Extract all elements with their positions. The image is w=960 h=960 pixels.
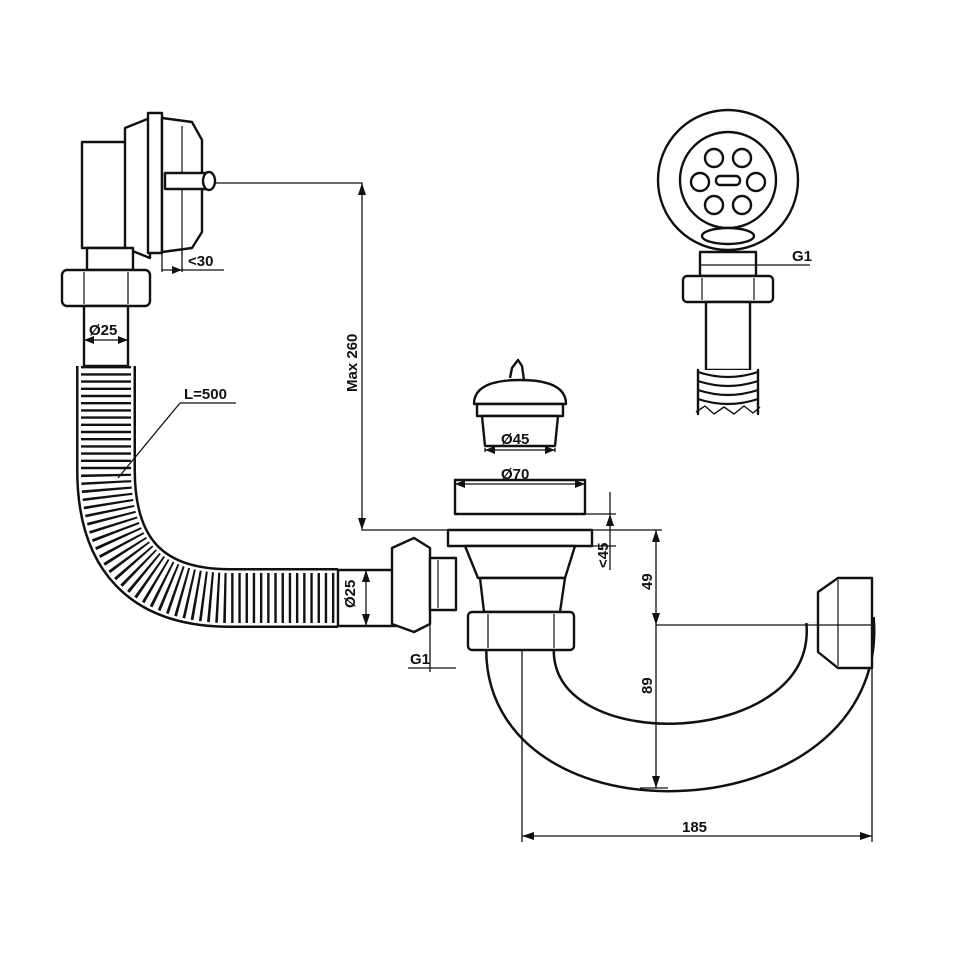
label-height-lower: 89 xyxy=(639,677,656,694)
overflow-assembly xyxy=(60,111,217,368)
label-drain-depth: <45 xyxy=(595,543,612,568)
dimension-lines xyxy=(84,182,873,842)
dimension-labels: <30 Ø25 L=500 Max 260 Ø45 Ø70 <45 Ø25 G1… xyxy=(89,248,812,836)
overflow-grate-detail xyxy=(656,108,800,416)
label-max-height: Max 260 xyxy=(344,334,361,392)
label-plug-diameter: Ø45 xyxy=(501,431,529,448)
corrugated-hose xyxy=(76,366,338,628)
label-side-thread: G1 xyxy=(410,651,430,668)
label-overflow-pipe-diameter: Ø25 xyxy=(89,322,117,339)
label-drain-diameter: Ø70 xyxy=(501,466,529,483)
label-total-width: 185 xyxy=(682,819,707,836)
trap-assembly xyxy=(446,478,876,793)
label-side-inlet-diameter: Ø25 xyxy=(342,580,359,608)
label-height-upper: 49 xyxy=(639,573,656,590)
label-overflow-depth: <30 xyxy=(188,253,213,270)
label-hose-length: L=500 xyxy=(184,386,227,403)
drain-plug xyxy=(472,358,568,448)
label-outlet-thread: G1 xyxy=(792,248,812,265)
